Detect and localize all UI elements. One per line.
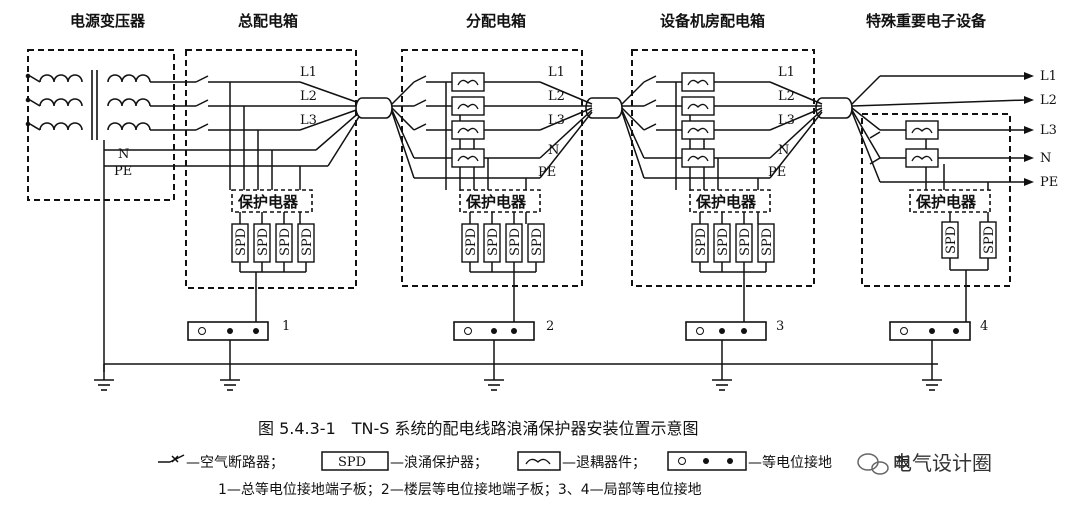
legend-decoupler-text: —退耦器件；: [562, 455, 646, 471]
label-l2-equip: L2: [1040, 93, 1057, 108]
legend-spd-label: SPD: [338, 455, 366, 470]
label-pe-dist: PE: [538, 165, 556, 180]
equip-box-outline: [861, 113, 1011, 287]
legend-breaker-icon: [158, 454, 185, 463]
spd-dist-2: SPD: [486, 228, 501, 256]
coupler-3: [815, 97, 853, 119]
spd-room-3: SPD: [738, 228, 753, 256]
protector-main-label: 保护电器: [237, 193, 299, 211]
spd-dist-1: SPD: [464, 228, 479, 256]
dist-box-outline: [401, 49, 583, 287]
figure-caption: 图 5.4.3-1 TN-S 系统的配电线路浪涌保护器安装位置示意图: [258, 419, 699, 438]
header-equip: 特殊重要电子设备: [866, 12, 987, 30]
wires-room: [621, 75, 823, 322]
label-l2-dist: L2: [548, 89, 565, 104]
spd-equip-2: SPD: [982, 226, 997, 254]
label-l2-main: L2: [300, 89, 317, 104]
label-l1-main: L1: [300, 65, 317, 80]
label-l3-main: L3: [300, 113, 317, 128]
bonding-terminals: [187, 321, 971, 341]
terminal-4-label: 4: [980, 319, 988, 334]
wires-main: [103, 75, 363, 372]
chat-bubble-icon: [857, 453, 889, 475]
legend-bonding-tail: 板: [896, 455, 910, 471]
header-dist-box: 分配电箱: [466, 12, 526, 30]
label-n-room: N: [778, 143, 789, 158]
label-n-dist: N: [548, 143, 559, 158]
protector-room: [689, 189, 771, 213]
decouplers-room: [681, 72, 715, 168]
spd-main-2: SPD: [256, 228, 271, 256]
spd-room-4: SPD: [760, 228, 775, 256]
label-l1-equip: L1: [1040, 69, 1057, 84]
transformer-coils: [25, 70, 151, 140]
earth-bus: [103, 340, 938, 380]
spd-main-1: SPD: [234, 228, 249, 256]
legend-bonding-icon: [667, 451, 747, 471]
ground-symbols: [94, 379, 942, 391]
terminal-2-label: 2: [546, 319, 554, 334]
header-room-box: 设备机房配电箱: [660, 12, 765, 30]
label-l3-room: L3: [778, 113, 795, 128]
spd-group-room: SPD SPD SPD SPD: [691, 223, 775, 263]
spd-dist-3: SPD: [508, 228, 523, 256]
terminal-3-label: 3: [776, 319, 784, 334]
label-pe-equip: PE: [1040, 175, 1058, 190]
arrowheads: [1024, 72, 1034, 186]
legend-spd-icon: [321, 451, 389, 471]
label-n-equip: N: [1040, 151, 1051, 166]
header-transformer: 电源变压器: [70, 12, 146, 30]
spd-room-2: SPD: [716, 228, 731, 256]
wires-dist: [391, 75, 593, 322]
protector-equip: [909, 189, 991, 213]
protector-equip-label: 保护电器: [915, 193, 977, 211]
label-l3-equip: L3: [1040, 123, 1057, 138]
legend-spd-text: —浪涌保护器；: [390, 455, 488, 471]
spd-dist-4: SPD: [530, 228, 545, 256]
label-n-transformer: N: [118, 147, 129, 162]
room-box-outline: [631, 49, 815, 287]
coupler-2: [585, 97, 623, 119]
watermark-text: 电气设计圈: [892, 451, 992, 475]
label-l2-room: L2: [778, 89, 795, 104]
spd-main-3: SPD: [278, 228, 293, 256]
spd-group-dist: SPD SPD SPD SPD: [461, 223, 545, 263]
spd-equip-1: SPD: [944, 226, 959, 254]
transformer-box: [27, 49, 175, 201]
label-pe-transformer: PE: [114, 164, 132, 179]
spd-main-4: SPD: [300, 228, 315, 256]
header-main-box: 总配电箱: [238, 12, 298, 30]
spd-room-1: SPD: [694, 228, 709, 256]
legend-breaker-text: —空气断路器；: [186, 455, 284, 471]
protector-dist: [459, 189, 541, 213]
label-pe-room: PE: [768, 165, 786, 180]
terminal-1-label: 1: [282, 319, 290, 334]
wires-equip: [851, 75, 1027, 322]
label-l3-dist: L3: [548, 113, 565, 128]
protector-main: [231, 189, 313, 213]
label-l1-dist: L1: [548, 65, 565, 80]
coupler-1: [355, 97, 393, 119]
protector-room-label: 保护电器: [695, 193, 757, 211]
decouplers-dist: [451, 72, 485, 168]
spd-group-main: SPD SPD SPD SPD: [231, 223, 315, 263]
protector-dist-label: 保护电器: [465, 193, 527, 211]
main-box-outline: [185, 49, 357, 289]
legend-notes: 1—总等电位接地端子板；2—楼层等电位接地端子板；3、4—局部等电位接地: [218, 481, 702, 498]
decouplers-equip: [905, 120, 939, 168]
spd-group-equip: SPD SPD: [941, 221, 997, 259]
label-l1-room: L1: [778, 65, 795, 80]
legend-bonding-text: —等电位接地: [748, 454, 832, 471]
